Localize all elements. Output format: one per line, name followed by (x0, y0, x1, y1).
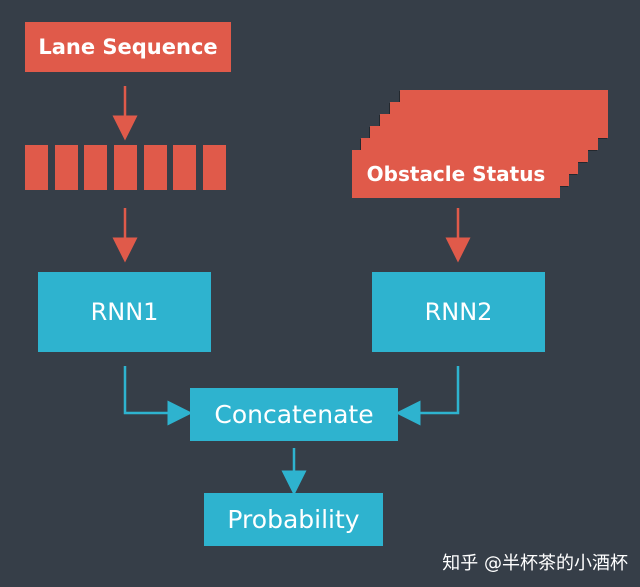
arrow-rnn1-to-concatenate (123, 366, 193, 426)
sequence-segment (144, 145, 167, 190)
obstacle-status-box: Obstacle Status (352, 150, 560, 198)
sequence-segment (114, 145, 137, 190)
sequence-segment (203, 145, 226, 190)
sequence-segment (173, 145, 196, 190)
sequence-segment (55, 145, 78, 190)
sequence-segment (84, 145, 107, 190)
watermark-text: 知乎 @半杯茶的小酒杯 (442, 553, 628, 574)
probability-box: Probability (204, 493, 383, 546)
lane-sequence-box: Lane Sequence (25, 22, 231, 72)
rnn2-box: RNN2 (372, 272, 545, 352)
sequence-segment (25, 145, 48, 190)
arrow-rnn2-to-concatenate (395, 366, 460, 426)
rnn1-box: RNN1 (38, 272, 211, 352)
concatenate-box: Concatenate (190, 388, 398, 441)
